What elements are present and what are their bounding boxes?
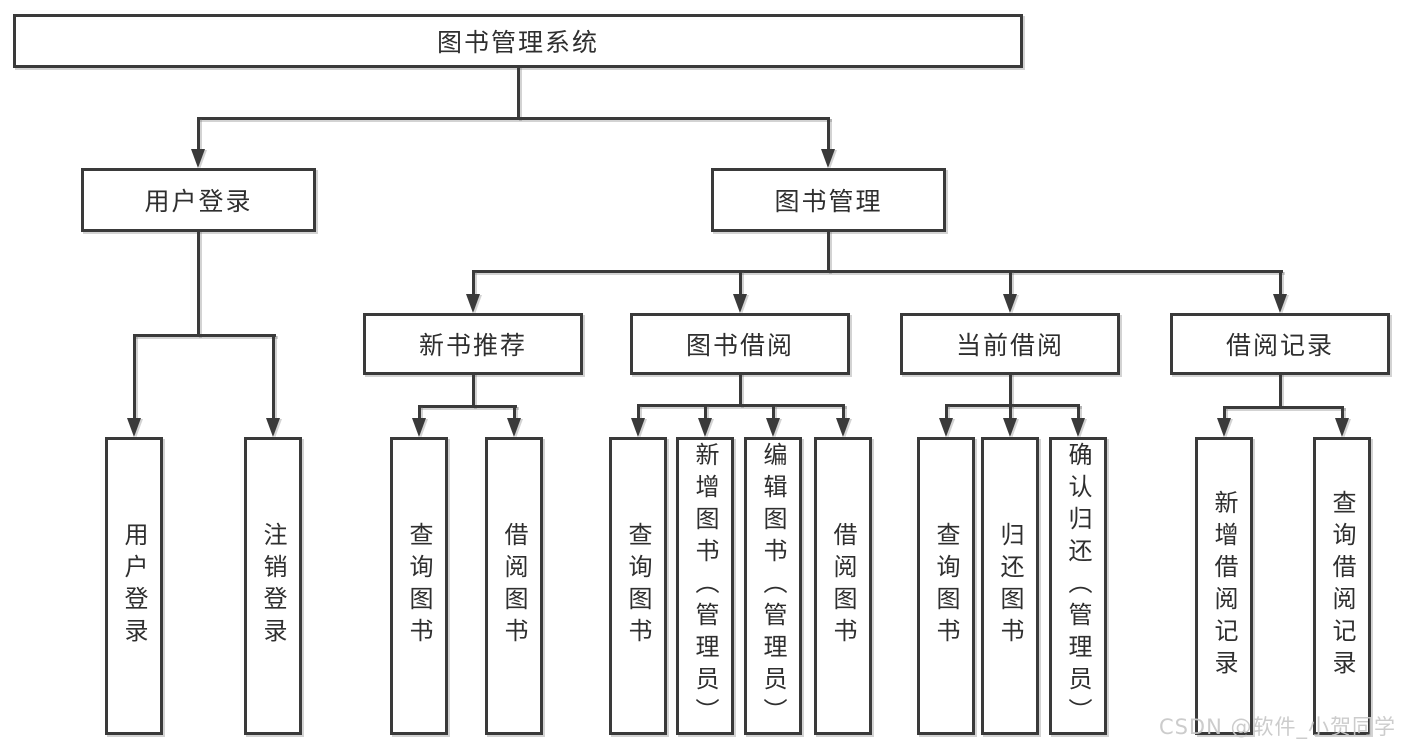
arrow-down-icon: [412, 418, 426, 437]
leaf-bb-edit-books-admin: 编辑图书（管理员）: [744, 437, 802, 735]
arrow-down-icon: [631, 418, 645, 437]
arrow-down-icon: [507, 418, 521, 437]
connector-user-login-rail: [133, 334, 276, 337]
arrow-down-icon: [1335, 418, 1349, 437]
node-book-borrowing: 图书借阅: [630, 313, 850, 375]
connector-root-stub: [517, 66, 520, 119]
arrow-down-icon: [733, 294, 747, 313]
leaf-cb-confirm-return-admin: 确认归还（管理员）: [1049, 437, 1107, 735]
arrow-down-icon: [698, 418, 712, 437]
arrow-down-icon: [766, 418, 780, 437]
connector-to-book-management: [827, 117, 830, 150]
connector-cb-stub: [1009, 373, 1012, 406]
node-root-library-management-system: 图书管理系统: [13, 14, 1023, 68]
arrow-down-icon: [1003, 418, 1017, 437]
connector-to-cb-confirm: [1077, 404, 1080, 419]
connector-to-cb-query: [945, 404, 948, 419]
node-borrowing-records: 借阅记录: [1170, 313, 1390, 375]
connector-to-nbr-borrow: [513, 405, 516, 419]
connector-to-bb-borrow: [842, 404, 845, 419]
connector-to-br-add: [1223, 406, 1226, 419]
leaf-cb-query-books: 查询图书: [917, 437, 975, 735]
connector-to-bb-edit: [772, 404, 775, 419]
leaf-br-query-record: 查询借阅记录: [1313, 437, 1371, 735]
connector-to-cb-return: [1009, 404, 1012, 419]
connector-to-borrowing-records: [1279, 270, 1282, 295]
node-book-management: 图书管理: [711, 168, 946, 232]
csdn-watermark: CSDN @软件_小贺同学: [1158, 715, 1396, 739]
leaf-bb-add-books-admin: 新增图书（管理员）: [676, 437, 734, 735]
arrow-down-icon: [1071, 418, 1085, 437]
connector-to-book-borrowing: [739, 270, 742, 295]
node-new-book-recommend: 新书推荐: [363, 313, 583, 375]
leaf-nbr-borrow-books: 借阅图书: [485, 437, 543, 735]
arrow-down-icon: [821, 149, 835, 168]
arrow-down-icon: [1003, 294, 1017, 313]
connector-to-user-login: [197, 117, 200, 150]
leaf-nbr-query-books: 查询图书: [390, 437, 448, 735]
connector-to-br-query: [1341, 406, 1344, 419]
leaf-bb-query-books: 查询图书: [609, 437, 667, 735]
leaf-user-login: 用户登录: [105, 437, 163, 735]
connector-bb-stub: [739, 373, 742, 406]
leaf-cb-return-books: 归还图书: [981, 437, 1039, 735]
connector-user-login-stub: [197, 230, 200, 336]
connector-book-management-stub: [827, 230, 830, 272]
arrow-down-icon: [191, 149, 205, 168]
connector-cb-rail: [945, 404, 1080, 407]
arrow-down-icon: [266, 418, 280, 437]
arrow-down-icon: [836, 418, 850, 437]
leaf-bb-borrow-books: 借阅图书: [814, 437, 872, 735]
connector-nbr-rail: [418, 405, 517, 408]
connector-to-current-borrowing: [1009, 270, 1012, 295]
connector-to-leaf-logout: [272, 334, 275, 419]
node-user-login: 用户登录: [81, 168, 316, 232]
connector-to-leaf-user-login: [133, 334, 136, 419]
arrow-down-icon: [1273, 294, 1287, 313]
connector-br-rail: [1223, 406, 1344, 409]
arrow-down-icon: [466, 294, 480, 313]
connector-to-nbr-query: [418, 405, 421, 419]
leaf-br-add-record: 新增借阅记录: [1195, 437, 1253, 735]
connector-to-bb-query: [637, 404, 640, 419]
connector-book-management-rail: [472, 270, 1283, 273]
leaf-logout: 注销登录: [244, 437, 302, 735]
connector-nbr-stub: [472, 373, 475, 407]
connector-br-stub: [1279, 373, 1282, 407]
arrow-down-icon: [1217, 418, 1231, 437]
connector-to-new-book-recommend: [472, 270, 475, 295]
connector-to-bb-add: [704, 404, 707, 419]
arrow-down-icon: [127, 418, 141, 437]
connector-root-rail: [197, 117, 830, 120]
arrow-down-icon: [939, 418, 953, 437]
node-current-borrowing: 当前借阅: [900, 313, 1120, 375]
connector-bb-rail: [637, 404, 845, 407]
